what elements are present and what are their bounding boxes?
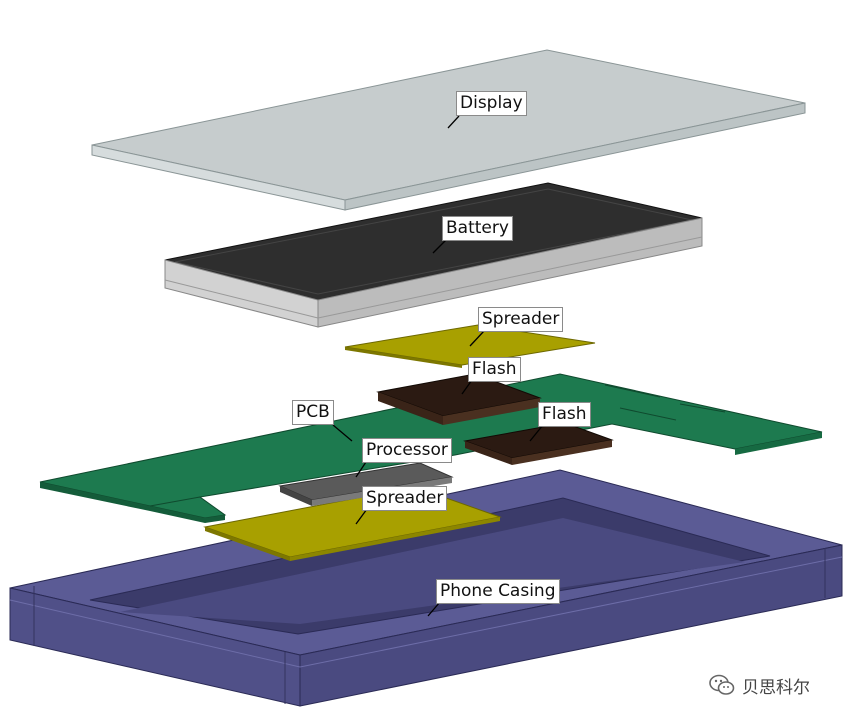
processor-part — [278, 462, 454, 506]
flash-right-part — [463, 422, 614, 465]
watermark-text: 贝思科尔 — [742, 677, 810, 698]
flash-right-label: Flash — [538, 402, 591, 427]
leader-lines — [332, 115, 544, 617]
pcb-label: PCB — [292, 400, 334, 425]
flash-top-label: Flash — [468, 357, 521, 382]
watermark: 贝思科尔 — [708, 670, 810, 700]
processor-label: Processor — [362, 438, 452, 463]
spreader-bottom-label: Spreader — [362, 486, 448, 511]
spreader-top-label: Spreader — [478, 307, 564, 332]
flash-top-part — [376, 373, 542, 425]
spreader-top-part — [344, 324, 596, 368]
battery-label: Battery — [442, 216, 513, 241]
battery-part — [164, 182, 703, 328]
display-part — [91, 49, 806, 211]
display-label: Display — [456, 91, 527, 116]
phone-casing-part — [9, 469, 843, 707]
phone-casing-label: Phone Casing — [436, 579, 560, 604]
wechat-icon — [709, 674, 735, 695]
